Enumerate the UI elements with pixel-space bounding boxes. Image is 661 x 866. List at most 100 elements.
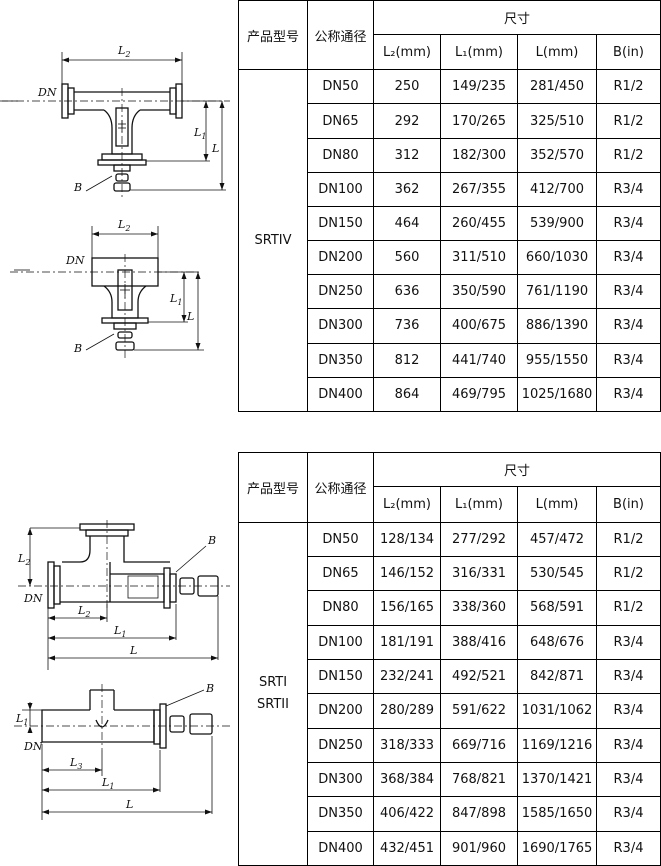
- table-row: DN150 464 260/455 539/900 R3/4: [239, 205, 661, 242]
- cell-dn: DN300: [307, 308, 374, 344]
- cell-dn: DN100: [307, 624, 374, 660]
- cell-l: 412/700: [517, 171, 597, 207]
- cell-dn: DN350: [307, 796, 374, 832]
- cell-l1: 400/675: [440, 308, 518, 344]
- header-model: 产品型号: [238, 0, 308, 71]
- cell-l1: 182/300: [440, 137, 518, 173]
- cell-l: 660/1030: [517, 240, 597, 276]
- cell-l2: 636: [373, 274, 441, 310]
- cell-dn: DN150: [307, 205, 374, 242]
- label-l1: L1: [193, 126, 206, 141]
- cell-l2: 250: [373, 69, 441, 105]
- label-l2: L2: [117, 44, 130, 59]
- cell-dn: DN300: [307, 761, 374, 798]
- header-l1: L₁(mm): [440, 34, 518, 71]
- label-l1: L1: [169, 292, 182, 307]
- cell-l1: 669/716: [440, 727, 518, 763]
- table-row: DN300 368/384 768/821 1370/1421 R3/4: [239, 761, 661, 798]
- model-cell: SRTI SRTII: [238, 521, 308, 866]
- cell-l1: 492/521: [440, 658, 518, 695]
- cell-l2: 464: [373, 205, 441, 242]
- cell-l1: 260/455: [440, 205, 518, 242]
- cell-l1: 338/360: [440, 590, 518, 626]
- cell-dn: DN350: [307, 342, 374, 378]
- cell-b: R3/4: [595, 274, 661, 310]
- table-row: DN300 736 400/675 886/1390 R3/4: [239, 308, 661, 344]
- cell-l: 325/510: [517, 103, 597, 139]
- cell-dn: DN200: [307, 240, 374, 276]
- header-l1: L₁(mm): [440, 486, 518, 523]
- cell-b: R3/4: [595, 796, 661, 832]
- header-nominal-diameter: 公称通径: [307, 0, 374, 71]
- cell-l2: 146/152: [373, 555, 441, 592]
- cell-l: 1585/1650: [517, 796, 597, 832]
- cell-dn: DN250: [307, 727, 374, 763]
- cell-l2: 812: [373, 342, 441, 378]
- table-row: DN200 280/289 591/622 1031/1062 R3/4: [239, 693, 661, 729]
- spec-table-srtiv: 产品型号 公称通径 尺寸 L₂(mm) L₁(mm) L(mm) B(in) S…: [238, 0, 661, 413]
- cell-b: R3/4: [595, 761, 661, 798]
- label-l2-horizontal: L2: [77, 604, 90, 619]
- table-row: DN200 560 311/510 660/1030 R3/4: [239, 240, 661, 276]
- table-row: DN350 406/422 847/898 1585/1650 R3/4: [239, 796, 661, 832]
- cell-b: R3/4: [595, 171, 661, 207]
- cell-l1: 847/898: [440, 796, 518, 832]
- table-row: DN400 432/451 901/960 1690/1765 R3/4: [239, 830, 661, 866]
- cell-b: R3/4: [595, 240, 661, 276]
- header-model: 产品型号: [238, 452, 308, 523]
- label-l1: L1: [113, 624, 126, 639]
- cell-b: R1/2: [595, 590, 661, 626]
- cell-dn: DN400: [307, 376, 374, 413]
- cell-l2: 736: [373, 308, 441, 344]
- cell-l: 1370/1421: [517, 761, 597, 798]
- label-dn: DN: [23, 592, 43, 605]
- header-row-top: 产品型号 公称通径 尺寸: [238, 451, 661, 523]
- drawing-srti-flanged: B L2 DN L2 L1 L: [0, 500, 236, 670]
- cell-l1: 149/235: [440, 69, 518, 105]
- cell-l: 568/591: [517, 590, 597, 626]
- model-line-1: SRTI: [258, 674, 288, 690]
- model-line-2: SRTII: [257, 696, 289, 712]
- table-row: DN80 156/165 338/360 568/591 R1/2: [239, 590, 661, 626]
- cell-l2: 560: [373, 240, 441, 276]
- cell-dn: DN50: [307, 521, 374, 557]
- cell-l1: 350/590: [440, 274, 518, 310]
- header-l: L(mm): [517, 486, 597, 523]
- cell-l: 457/472: [517, 521, 597, 557]
- spec-table-srti-srtii: 产品型号 公称通径 尺寸 L₂(mm) L₁(mm) L(mm) B(in) S…: [238, 451, 661, 866]
- cell-b: R3/4: [595, 624, 661, 660]
- cell-dn: DN250: [307, 274, 374, 310]
- header-nominal-diameter: 公称通径: [307, 452, 374, 523]
- cell-l2: 432/451: [373, 830, 441, 866]
- cell-l1: 311/510: [440, 240, 518, 276]
- cell-b: R1/2: [595, 521, 661, 557]
- label-l: L: [211, 142, 219, 155]
- cell-b: R3/4: [595, 376, 661, 413]
- table-row: SRTI SRTII DN50 128/134 277/292 457/472 …: [238, 521, 661, 866]
- drawing-srtii-welded: B L1 DN L3 L1 L: [0, 680, 236, 830]
- cell-l1: 316/331: [440, 555, 518, 592]
- cell-l2: 181/191: [373, 624, 441, 660]
- cell-dn: DN80: [307, 590, 374, 626]
- cell-dn: DN65: [307, 555, 374, 592]
- table-row: DN250 636 350/590 761/1190 R3/4: [239, 274, 661, 310]
- cell-l: 281/450: [517, 69, 597, 105]
- label-b: B: [207, 534, 216, 547]
- header-dimensions: 尺寸: [372, 0, 661, 36]
- label-l: L: [186, 310, 194, 323]
- cell-l: 761/1190: [517, 274, 597, 310]
- cell-l: 1031/1062: [517, 693, 597, 729]
- cell-dn: DN80: [307, 137, 374, 173]
- cell-l2: 128/134: [373, 521, 441, 557]
- cell-l: 352/570: [517, 137, 597, 173]
- cell-b: R3/4: [595, 693, 661, 729]
- cell-l2: 292: [373, 103, 441, 139]
- header-b: B(in): [595, 34, 661, 71]
- header-l2: L₂(mm): [373, 486, 441, 523]
- cell-b: R1/2: [595, 103, 661, 139]
- cell-l: 539/900: [517, 205, 597, 242]
- cell-l: 1690/1765: [517, 830, 597, 866]
- label-dn: DN: [37, 86, 57, 99]
- cell-b: R3/4: [595, 830, 661, 866]
- header-row-top: 产品型号 公称通径 尺寸: [238, 0, 661, 71]
